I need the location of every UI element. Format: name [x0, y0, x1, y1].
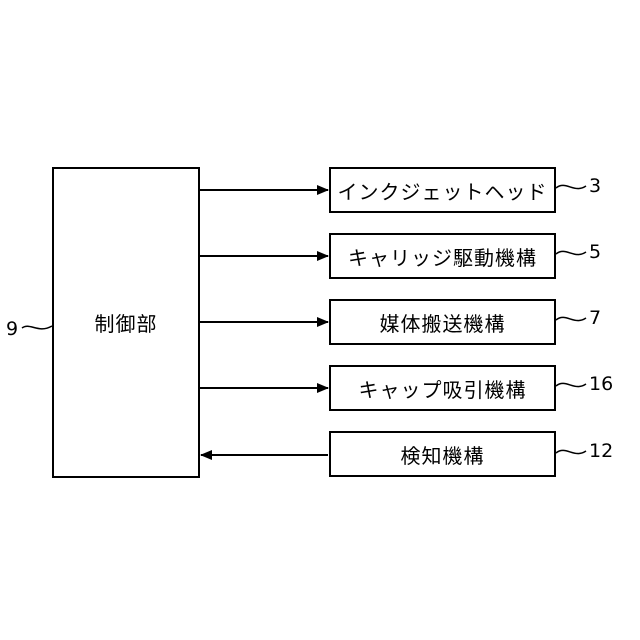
- inkjet-head-block: インクジェットヘッド: [329, 167, 556, 213]
- cap-suction-block: キャップ吸引機構: [329, 365, 556, 411]
- detection-ref-number: 12: [589, 441, 613, 461]
- leader-line-controller: [22, 326, 52, 329]
- controller-block: 制御部: [52, 167, 200, 478]
- inkjet-head-label: インクジェットヘッド: [338, 176, 548, 205]
- detection-block: 検知機構: [329, 431, 556, 477]
- controller-label: 制御部: [95, 308, 158, 337]
- media-transport-block: 媒体搬送機構: [329, 299, 556, 345]
- leader-line-cap-suction: [556, 383, 586, 386]
- carriage-drive-block: キャリッジ駆動機構: [329, 233, 556, 279]
- carriage-drive-ref-number: 5: [589, 242, 601, 262]
- leader-line-inkjet-head: [556, 185, 586, 188]
- media-transport-ref-number: 7: [589, 308, 601, 328]
- leader-line-detection: [556, 450, 586, 453]
- leader-line-carriage-drive: [556, 251, 586, 254]
- leader-line-media-transport: [556, 317, 586, 320]
- carriage-drive-label: キャリッジ駆動機構: [348, 242, 537, 271]
- cap-suction-ref-number: 16: [589, 374, 613, 394]
- inkjet-head-ref-number: 3: [589, 176, 601, 196]
- controller-ref-number: 9: [6, 319, 18, 339]
- cap-suction-label: キャップ吸引機構: [359, 374, 527, 403]
- detection-label: 検知機構: [401, 440, 485, 469]
- media-transport-label: 媒体搬送機構: [380, 308, 506, 337]
